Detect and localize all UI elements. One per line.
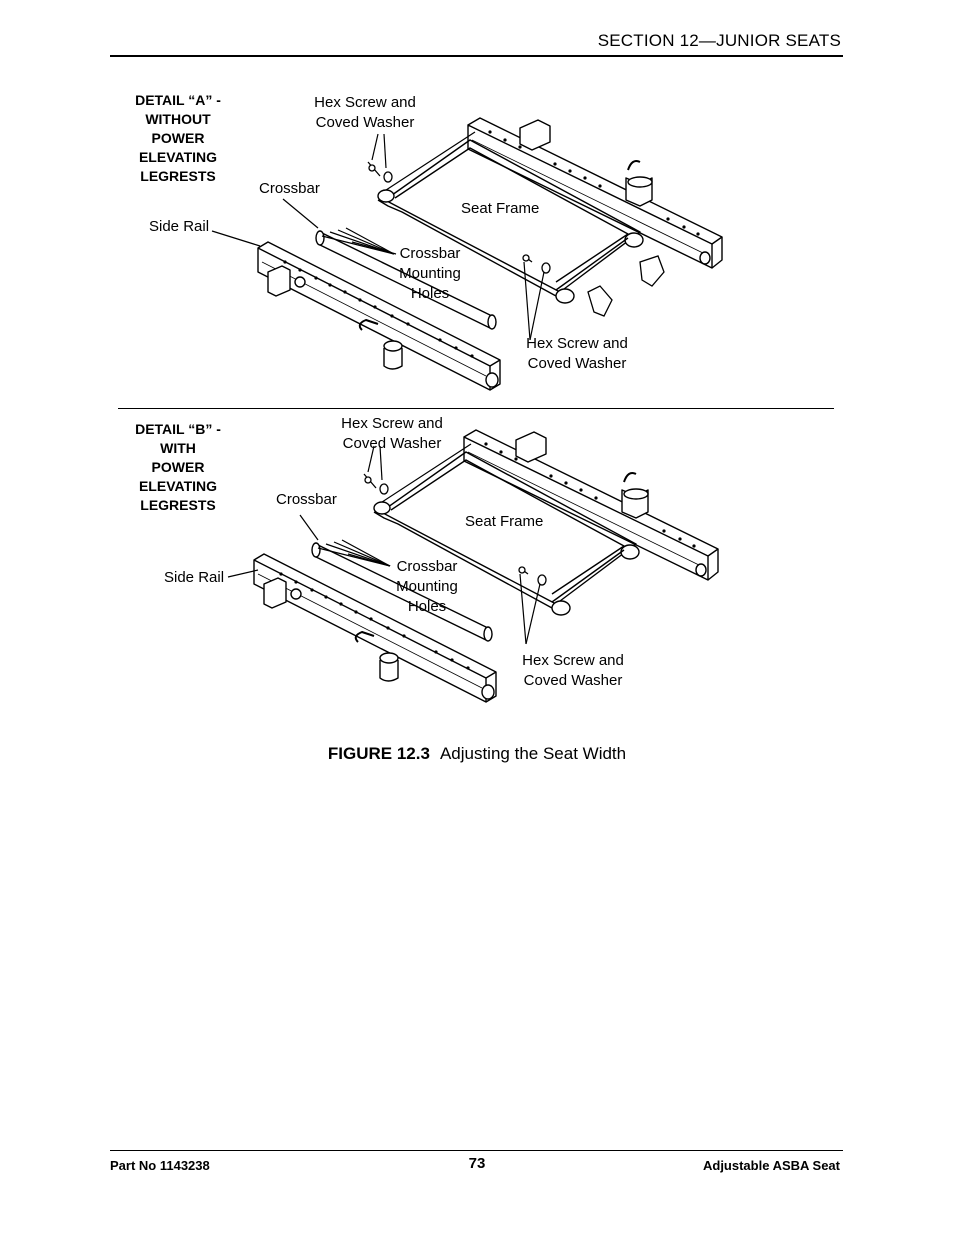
detail-a-drawing xyxy=(211,117,723,391)
label-line: Hex Screw and xyxy=(526,335,628,352)
detail-a-crossbar-label: Crossbar xyxy=(259,180,320,197)
detail-a-mounting-holes-label: Crossbar Mounting Holes xyxy=(389,244,471,304)
detail-b-title-line: ELEVATING xyxy=(138,478,218,494)
detail-b-hex-screw-bottom-label: Hex Screw and Coved Washer xyxy=(514,651,632,691)
detail-a-title-line: DETAIL “A” - xyxy=(135,92,221,108)
detail-a-title: DETAIL “A” - WITHOUT POWER ELEVATING LEG… xyxy=(113,91,243,186)
label-line: Coved Washer xyxy=(527,355,627,372)
label-line: Crossbar xyxy=(396,558,458,575)
detail-b-seat-frame-label: Seat Frame xyxy=(465,513,544,530)
label-line: Coved Washer xyxy=(315,114,415,131)
footer-page-number: 73 xyxy=(468,1155,486,1172)
label-line: Coved Washer xyxy=(523,672,623,689)
label-line: Holes xyxy=(407,598,447,615)
header-rule xyxy=(110,55,843,57)
detail-b-side-rail-label: Side Rail xyxy=(164,569,225,586)
figure-caption: FIGURE 12.3 Adjusting the Seat Width xyxy=(0,744,954,764)
figure-caption-text: Adjusting the Seat Width xyxy=(439,744,627,763)
detail-b-title-line: DETAIL “B” - xyxy=(135,421,221,437)
label-line: Hex Screw and xyxy=(522,652,624,669)
detail-b-drawing xyxy=(227,429,719,703)
detail-a-title-line: LEGRESTS xyxy=(140,168,216,184)
figure-number: FIGURE 12.3 xyxy=(327,744,430,763)
detail-b-title-line: LEGRESTS xyxy=(140,497,216,513)
detail-b-title-line: WITH xyxy=(160,440,196,456)
section-title: SECTION 12—JUNIOR SEATS xyxy=(597,31,841,50)
footer-part-number: Part No 1143238 xyxy=(110,1158,210,1173)
detail-a-title-line: WITHOUT xyxy=(145,111,211,127)
label-line: Hex Screw and xyxy=(341,415,443,432)
label-line: Crossbar xyxy=(399,245,461,262)
detail-b-hex-screw-top-label: Hex Screw and Coved Washer xyxy=(333,414,451,454)
label-line: Hex Screw and xyxy=(314,94,416,111)
detail-b-title: DETAIL “B” - WITH POWER ELEVATING LEGRES… xyxy=(113,420,243,515)
label-line: Mounting xyxy=(396,578,458,595)
detail-b-mounting-holes-label: Crossbar Mounting Holes xyxy=(386,557,468,617)
detail-divider xyxy=(118,408,834,409)
detail-a-hex-screw-top-label: Hex Screw and Coved Washer xyxy=(306,93,424,133)
detail-a-title-line: ELEVATING xyxy=(138,149,218,165)
detail-a-title-line: POWER xyxy=(151,130,205,146)
detail-a-side-rail-label: Side Rail xyxy=(149,218,210,235)
detail-a-hex-screw-bottom-label: Hex Screw and Coved Washer xyxy=(518,334,636,374)
footer-rule xyxy=(110,1150,843,1151)
label-line: Holes xyxy=(410,285,450,302)
footer-document-title: Adjustable ASBA Seat xyxy=(702,1158,840,1173)
label-line: Coved Washer xyxy=(342,435,442,452)
detail-b-title-line: POWER xyxy=(151,459,205,475)
detail-a-seat-frame-label: Seat Frame xyxy=(461,200,540,217)
detail-b-crossbar-label: Crossbar xyxy=(276,491,337,508)
label-line: Mounting xyxy=(399,265,461,282)
